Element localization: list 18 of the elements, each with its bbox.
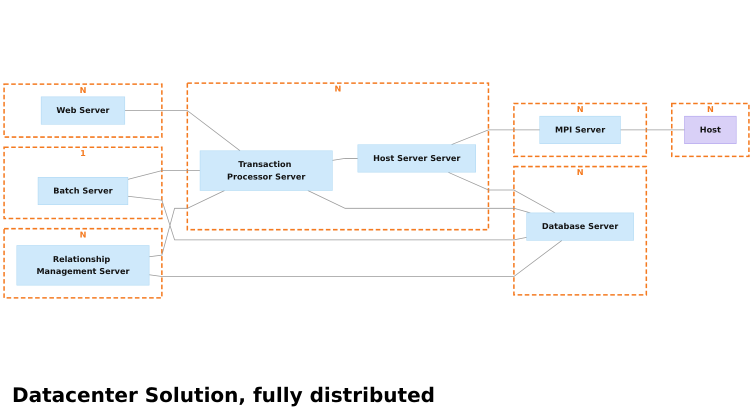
node-box: Relationship Management Server — [16, 245, 150, 286]
caption: Datacenter Solution, fully distributed — [11, 382, 436, 409]
node-box: MPI Server — [540, 116, 621, 144]
node-box: Web Server — [40, 96, 126, 125]
node-box: Host Server Server — [358, 144, 476, 172]
connector — [124, 110, 241, 152]
connector — [128, 196, 527, 240]
connector — [128, 170, 200, 180]
connector — [450, 130, 540, 146]
node-box: Host — [684, 116, 736, 144]
connector — [332, 158, 358, 161]
connector — [148, 240, 562, 277]
connector — [148, 190, 226, 258]
node-box: Transaction Processor Server — [200, 150, 333, 191]
node-box: Batch Server — [38, 177, 128, 205]
connector — [307, 190, 531, 214]
node-box: Database Server — [526, 212, 634, 241]
connector — [448, 172, 556, 214]
